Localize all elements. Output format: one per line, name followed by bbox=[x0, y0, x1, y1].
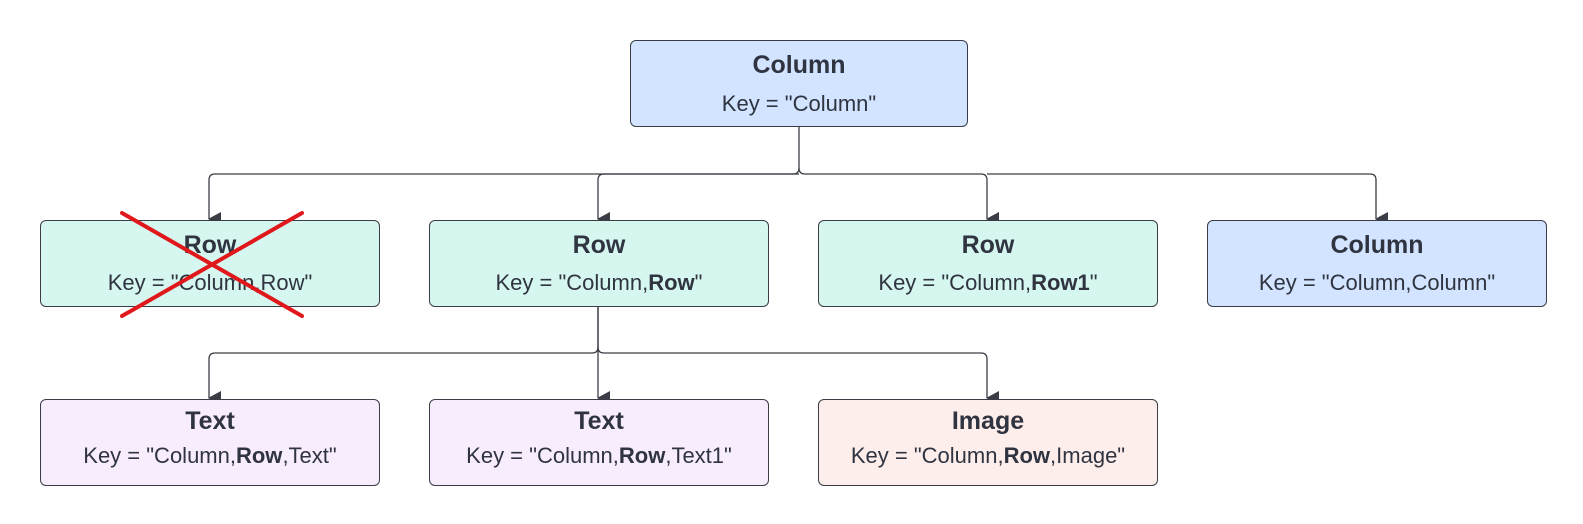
key-suffix: ,Image" bbox=[1050, 443, 1126, 468]
connector-row-b-to-text-a bbox=[208, 307, 599, 405]
node-key: Key = "Column,Row" bbox=[430, 269, 768, 297]
node-title: Image bbox=[951, 407, 1025, 435]
key-suffix: " bbox=[694, 270, 703, 295]
connector-root-to-col-d bbox=[987, 173, 1388, 226]
node-title: Row bbox=[961, 231, 1015, 259]
node-title: Row bbox=[572, 231, 626, 259]
node-key: Key = "Column,Column" bbox=[1258, 270, 1496, 295]
key-suffix: " bbox=[1089, 270, 1098, 295]
key-highlight: Row bbox=[1003, 443, 1051, 468]
key-prefix: Key = "Column, bbox=[495, 270, 649, 295]
key-suffix: ,Text1" bbox=[665, 443, 732, 468]
key-highlight: Row1 bbox=[1031, 270, 1090, 295]
node-column-child: Column Key = "Column,Column" bbox=[1207, 220, 1547, 307]
node-row-removed: Row Key = "Column,Row" bbox=[40, 220, 380, 307]
node-image: Image Key = "Column,Row,Image" bbox=[818, 399, 1158, 486]
key-suffix: ,Text" bbox=[282, 443, 337, 468]
key-prefix: Key = "Column, bbox=[878, 270, 1032, 295]
node-row: Row Key = "Column,Row" bbox=[429, 220, 769, 307]
key-prefix: Key = "Column, bbox=[466, 443, 619, 468]
node-text: Text Key = "Column,Row,Text" bbox=[40, 399, 380, 486]
node-key: Key = "Column,Row,Image" bbox=[819, 442, 1157, 470]
node-root-column: Column Key = "Column" bbox=[630, 40, 968, 127]
node-title: Column bbox=[752, 51, 846, 79]
key-highlight: Row bbox=[618, 443, 666, 468]
key-prefix: Key = "Column, bbox=[83, 443, 236, 468]
node-title: Text bbox=[574, 407, 624, 435]
connector-root-to-row-b bbox=[597, 173, 799, 226]
node-key: Key = "Column,Row1" bbox=[819, 269, 1157, 297]
node-row-1: Row Key = "Column,Row1" bbox=[818, 220, 1158, 307]
node-key: Key = "Column,Row" bbox=[107, 270, 313, 295]
node-title: Row bbox=[183, 231, 237, 259]
node-key: Key = "Column" bbox=[721, 91, 877, 116]
connector-root-to-row-c bbox=[798, 167, 999, 226]
connector-row-b-to-image bbox=[597, 346, 999, 405]
key-highlight: Row bbox=[235, 443, 283, 468]
node-title: Text bbox=[185, 407, 235, 435]
key-highlight: Row bbox=[648, 270, 695, 295]
node-text-1: Text Key = "Column,Row,Text1" bbox=[429, 399, 769, 486]
node-key: Key = "Column,Row,Text" bbox=[41, 442, 379, 470]
node-title: Column bbox=[1330, 231, 1424, 259]
connector-root-to-row-a bbox=[208, 127, 800, 226]
node-key: Key = "Column,Row,Text1" bbox=[430, 442, 768, 470]
key-prefix: Key = "Column, bbox=[850, 443, 1004, 468]
